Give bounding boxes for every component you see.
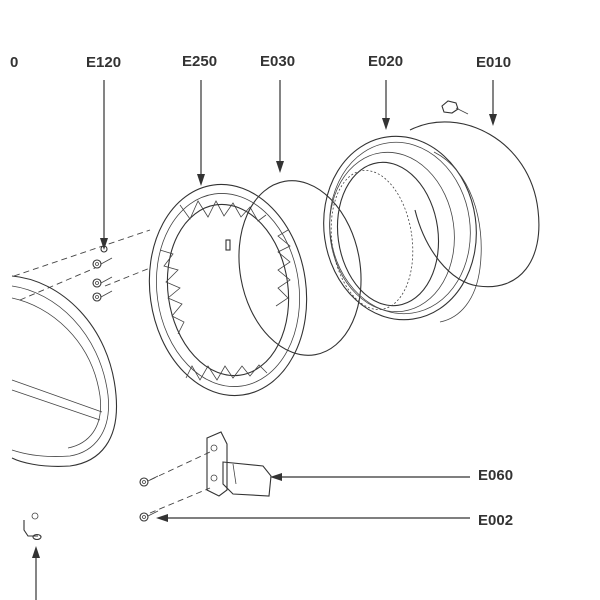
label-e060: E060 xyxy=(478,467,513,484)
label-e002: E002 xyxy=(478,512,513,529)
leader-e020 xyxy=(382,80,390,130)
leader-e002 xyxy=(156,514,470,522)
door-glass-e030 xyxy=(238,180,362,356)
label-e010: E010 xyxy=(476,54,511,71)
assembly-guide-line xyxy=(19,267,96,301)
assembly-guide-line xyxy=(13,229,151,277)
label-e030: E030 xyxy=(260,53,295,70)
leader-e030 xyxy=(276,80,284,173)
seal-ring-e010 xyxy=(409,100,540,288)
assembly-guide-line xyxy=(149,487,211,514)
latch-parts xyxy=(23,512,42,541)
door-outer-shell xyxy=(11,275,118,467)
label-e250: E250 xyxy=(182,53,217,70)
screw-e120 xyxy=(92,245,113,302)
assembly-guide-line xyxy=(149,451,211,481)
leader-e250 xyxy=(197,80,205,186)
label-e020: E020 xyxy=(368,53,403,70)
assembly-guide-line xyxy=(104,267,151,287)
leader-bottom-left xyxy=(32,546,40,600)
leader-e060 xyxy=(270,473,470,481)
label-cut-left: 0 xyxy=(10,54,18,71)
label-e120: E120 xyxy=(86,54,121,71)
hinge-bracket-e060 xyxy=(206,431,272,497)
inner-ring-e020 xyxy=(323,135,482,323)
screw-e002 xyxy=(139,475,159,522)
door-ring-e250 xyxy=(148,183,308,397)
leader-e120 xyxy=(100,80,108,250)
leader-e010 xyxy=(489,80,497,126)
